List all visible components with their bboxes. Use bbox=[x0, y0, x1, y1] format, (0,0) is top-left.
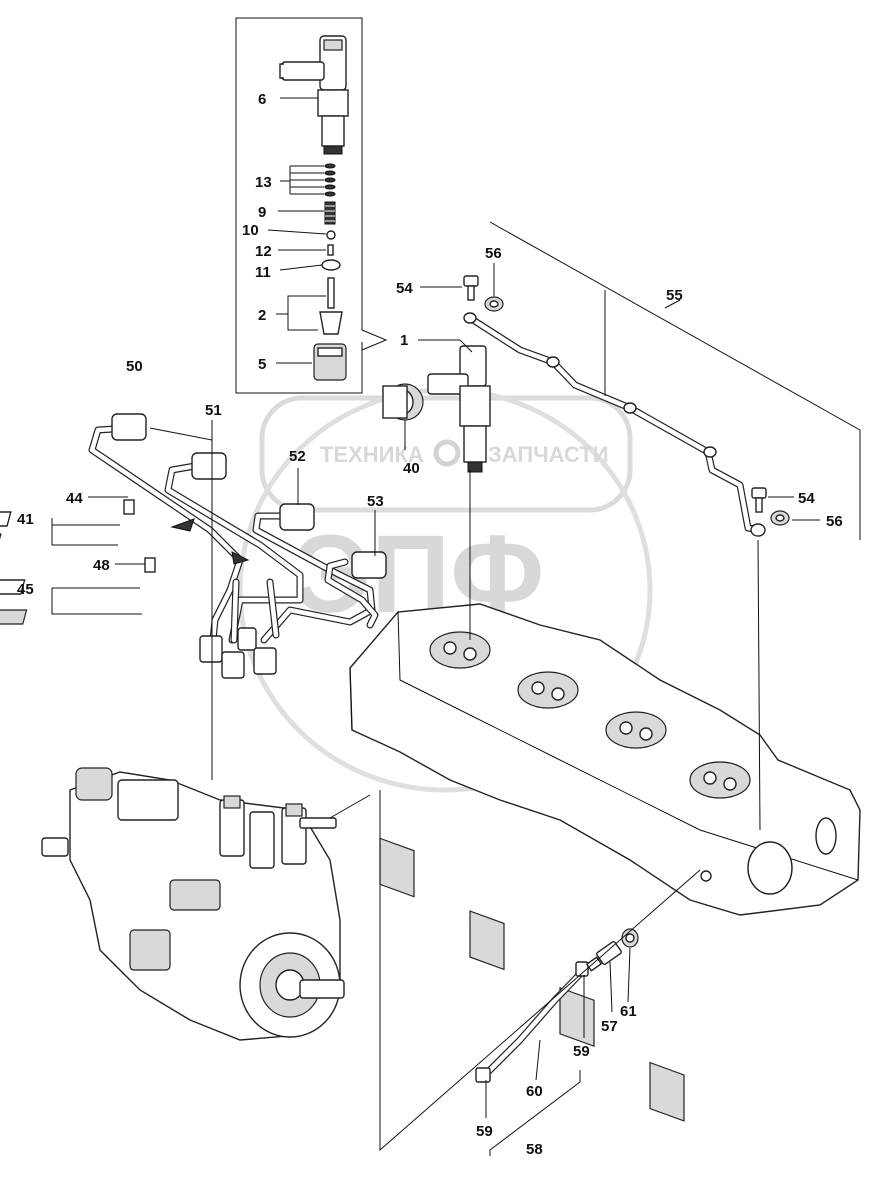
callout-59-lower: 59 bbox=[476, 1123, 493, 1140]
callout-11: 11 bbox=[255, 264, 271, 281]
leader-lines bbox=[51, 97, 861, 1156]
pipe-nut-52 bbox=[279, 503, 315, 531]
callout-50: 50 bbox=[126, 358, 143, 375]
clamp-41 bbox=[0, 499, 135, 549]
callout-55: 55 bbox=[666, 287, 683, 304]
callout-54-top: 54 bbox=[396, 280, 413, 297]
callout-10: 10 bbox=[242, 222, 259, 239]
hose-clamp-59-upper bbox=[575, 961, 589, 977]
pin-12 bbox=[327, 244, 334, 256]
cylinder-head bbox=[349, 603, 861, 1122]
callout-59-upper: 59 bbox=[573, 1043, 590, 1060]
injector-body-6 bbox=[279, 35, 349, 155]
pipe-nut-51 bbox=[191, 452, 227, 480]
pipe-nut-50 bbox=[111, 413, 147, 441]
spacer-11 bbox=[321, 259, 341, 271]
spring-seat-10 bbox=[326, 230, 336, 240]
callout-5: 5 bbox=[258, 356, 266, 373]
callout-53: 53 bbox=[367, 493, 384, 510]
injector-detail-box bbox=[235, 17, 388, 394]
callout-56-right: 56 bbox=[826, 513, 843, 530]
callout-41: 41 bbox=[17, 511, 34, 528]
cap-40 bbox=[382, 383, 424, 421]
injector-assembled-1 bbox=[427, 345, 491, 473]
watermark-left-text: ТЕХНИКА bbox=[320, 442, 424, 467]
return-hose-60 bbox=[475, 961, 589, 1083]
callout-57: 57 bbox=[601, 1018, 618, 1035]
callout-51: 51 bbox=[205, 402, 222, 419]
callout-61: 61 bbox=[620, 1003, 637, 1020]
detail-box-outline bbox=[235, 17, 388, 394]
nozzle-nut-5 bbox=[313, 343, 347, 381]
callout-40: 40 bbox=[403, 460, 420, 477]
callout-12: 12 bbox=[255, 243, 272, 260]
watermark-banner bbox=[259, 395, 633, 513]
spring-9 bbox=[324, 201, 336, 225]
leak-off-pipe-55 bbox=[463, 312, 766, 537]
shims-13 bbox=[324, 163, 336, 197]
gear-icon bbox=[433, 439, 461, 467]
bolt-54-right bbox=[751, 487, 767, 513]
callout-13: 13 bbox=[255, 174, 272, 191]
fitting-57 bbox=[585, 941, 622, 972]
washer-56-right bbox=[770, 510, 790, 526]
callout-2: 2 bbox=[258, 307, 266, 324]
bolt-54-top bbox=[463, 275, 479, 301]
washer-56-top bbox=[484, 296, 504, 312]
callout-9: 9 bbox=[258, 204, 266, 221]
hose-clamp-59-lower bbox=[475, 1067, 491, 1083]
clamp-45 bbox=[0, 557, 156, 625]
injection-pump bbox=[41, 767, 345, 1041]
pipe-nut-53 bbox=[351, 551, 387, 579]
callout-labels: 6 13 9 10 12 11 2 5 1 40 56 54 55 54 56 … bbox=[17, 91, 843, 1158]
nozzle-2 bbox=[319, 277, 343, 335]
high-pressure-pipes bbox=[88, 413, 387, 679]
watermark-right-text: ЗАПЧАСТИ bbox=[488, 442, 609, 467]
callout-54-right: 54 bbox=[798, 490, 815, 507]
callout-52: 52 bbox=[289, 448, 306, 465]
callout-1: 1 bbox=[400, 332, 408, 349]
callout-56-top: 56 bbox=[485, 245, 502, 262]
callout-6: 6 bbox=[258, 91, 266, 108]
callout-48: 48 bbox=[93, 557, 110, 574]
callout-45: 45 bbox=[17, 581, 34, 598]
callout-44: 44 bbox=[66, 490, 83, 507]
callout-58: 58 bbox=[526, 1141, 543, 1158]
callout-60: 60 bbox=[526, 1083, 543, 1100]
